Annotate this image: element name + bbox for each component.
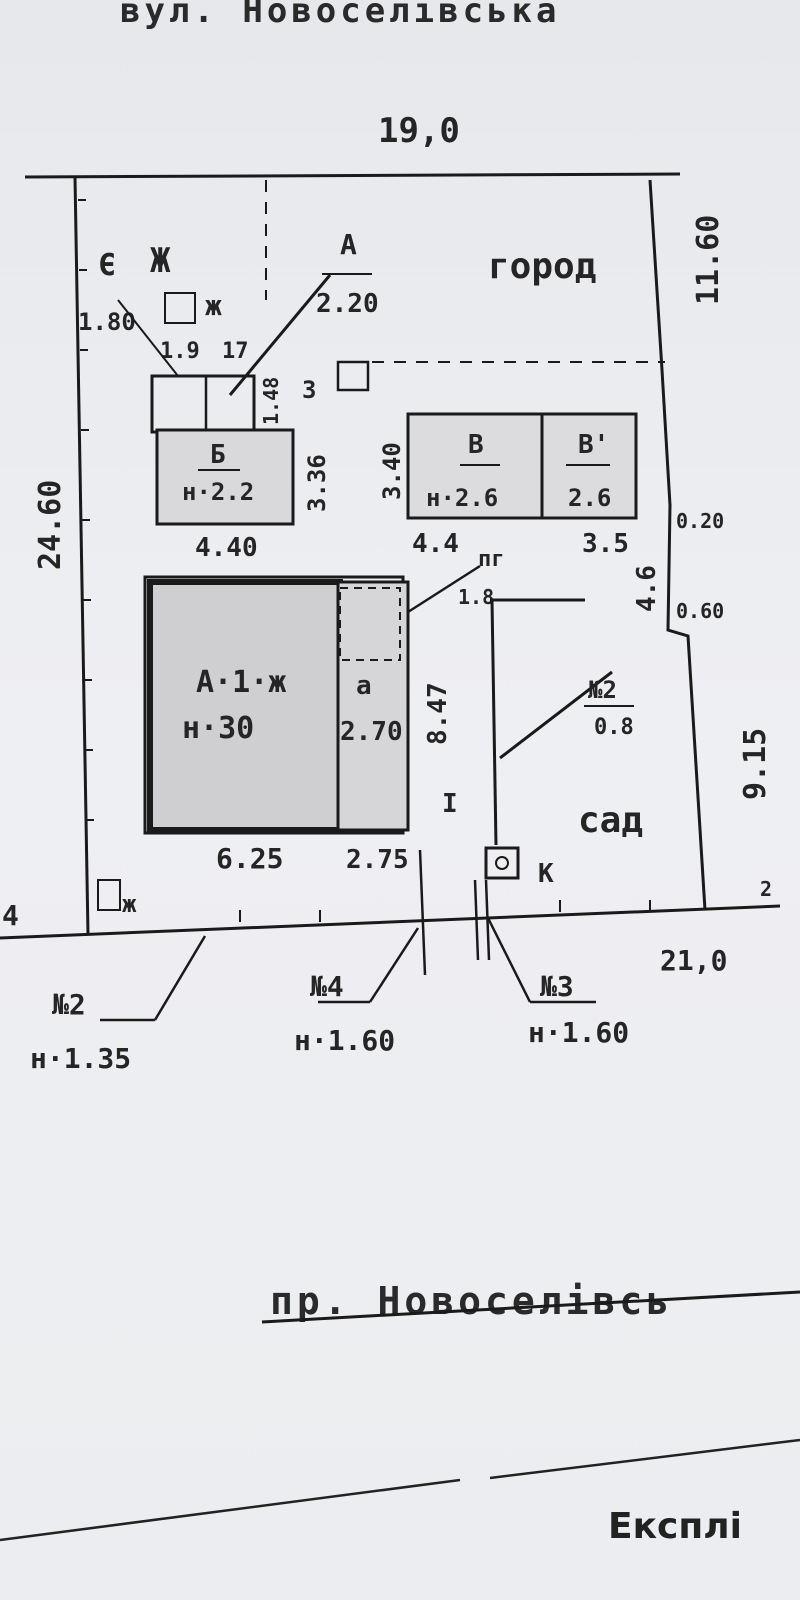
corner-left-label: 4 <box>2 899 19 932</box>
fence-n2-value: 0.8 <box>594 715 634 740</box>
corner-right-label: 2 <box>760 877 772 901</box>
street-top-label: вул. Новоселівська <box>120 0 560 31</box>
well-marker <box>484 846 520 880</box>
notch-b: 0.60 <box>676 599 724 623</box>
outhouse-a-label: А <box>340 228 357 261</box>
bottom-fence-leaders <box>100 917 596 1022</box>
garden-bottom-label: сад <box>578 800 643 841</box>
building-b-width: 4.40 <box>195 533 258 563</box>
building-v2-height: 2.6 <box>568 484 611 512</box>
outhouse-dim-c: 1.48 <box>259 377 283 425</box>
outhouse-dim-b: 17 <box>222 339 249 364</box>
building-b: Б н·2.2 4.40 3.36 <box>150 374 331 563</box>
shed-label: ж <box>122 890 137 918</box>
building-v2-letter: В' <box>578 430 609 460</box>
shed-marker <box>97 879 121 911</box>
garden-top-label: город <box>488 246 596 287</box>
main-house-depth: 8.47 <box>423 682 453 745</box>
outhouse-height: 1.80 <box>78 308 136 336</box>
fence-bottom-1-value: н·1.35 <box>30 1042 131 1075</box>
building-b-letter: Б <box>210 440 226 470</box>
footer-rule-1 <box>0 1478 461 1542</box>
point-3-marker <box>336 360 370 392</box>
plot-right-mid: 4.6 <box>632 565 662 612</box>
building-b-height: н·2.2 <box>182 478 254 506</box>
fence-bottom-4-value: н·1.60 <box>294 1024 395 1057</box>
lane-underline <box>261 1290 800 1324</box>
main-house-annex-width: 2.75 <box>346 845 409 875</box>
building-v-letter: В <box>468 430 484 460</box>
outhouse-ge: ж <box>205 289 222 322</box>
fence-bottom-3-value: н·1.60 <box>528 1016 629 1049</box>
plot-width-top: 19,0 <box>378 111 460 151</box>
building-v-width-a: 4.4 <box>412 529 459 559</box>
plot-right-low: 9.15 <box>738 728 773 800</box>
point-3-label: 3 <box>302 376 316 404</box>
plot-bottom-width: 21,0 <box>660 944 727 977</box>
footer-rule-2 <box>489 1438 800 1480</box>
fence-bottom-4-label: №4 <box>310 970 344 1003</box>
outhouse-dim-a: 1.9 <box>160 339 200 364</box>
building-v-depth: 3.40 <box>378 442 406 500</box>
plot-height-left: 24.60 <box>33 480 68 570</box>
boundary-ticks <box>78 199 651 922</box>
building-v: В н·2.6 В' 2.6 3.40 4.4 3.5 <box>378 412 638 559</box>
fence-bottom-1-label: №2 <box>52 988 86 1021</box>
building-v-width-b: 3.5 <box>582 529 629 559</box>
pg-label: пг <box>478 547 505 572</box>
outhouse-code2: Ж <box>150 241 171 281</box>
well-label: К <box>538 859 554 889</box>
building-v-height: н·2.6 <box>426 484 498 512</box>
main-house-height: н·30 <box>182 711 254 746</box>
notch-a: 0.20 <box>676 509 724 533</box>
inner-fence <box>418 598 613 976</box>
main-house-annex-height: 2.70 <box>340 717 403 747</box>
explication-label: Експлі <box>608 1506 742 1547</box>
main-house-annex: а <box>356 671 372 701</box>
outhouse-code: Є <box>98 248 116 283</box>
main-house-code: А·1·ж <box>196 665 286 700</box>
main-house: А·1·ж н·30 а 2.70 6.25 2.75 8.47 пг 1.8 <box>143 547 505 875</box>
lane-label: пр. Новоселівсь <box>270 1279 673 1323</box>
dashed-lines <box>265 180 665 363</box>
pg-value: 1.8 <box>458 585 494 609</box>
fence-bottom-3-label: №3 <box>540 970 574 1003</box>
outhouse-a-value: 2.20 <box>316 289 379 319</box>
roman-one: I <box>442 789 458 819</box>
outhouse-box <box>164 292 196 324</box>
plot-right-top: 11.60 <box>691 215 726 305</box>
fence-n2-label: №2 <box>587 676 617 704</box>
outhouse-block: Є Ж 1.80 ж 1.9 17 1.48 А 2.20 <box>78 228 379 425</box>
main-house-width: 6.25 <box>216 842 283 875</box>
building-b-depth: 3.36 <box>303 454 331 512</box>
